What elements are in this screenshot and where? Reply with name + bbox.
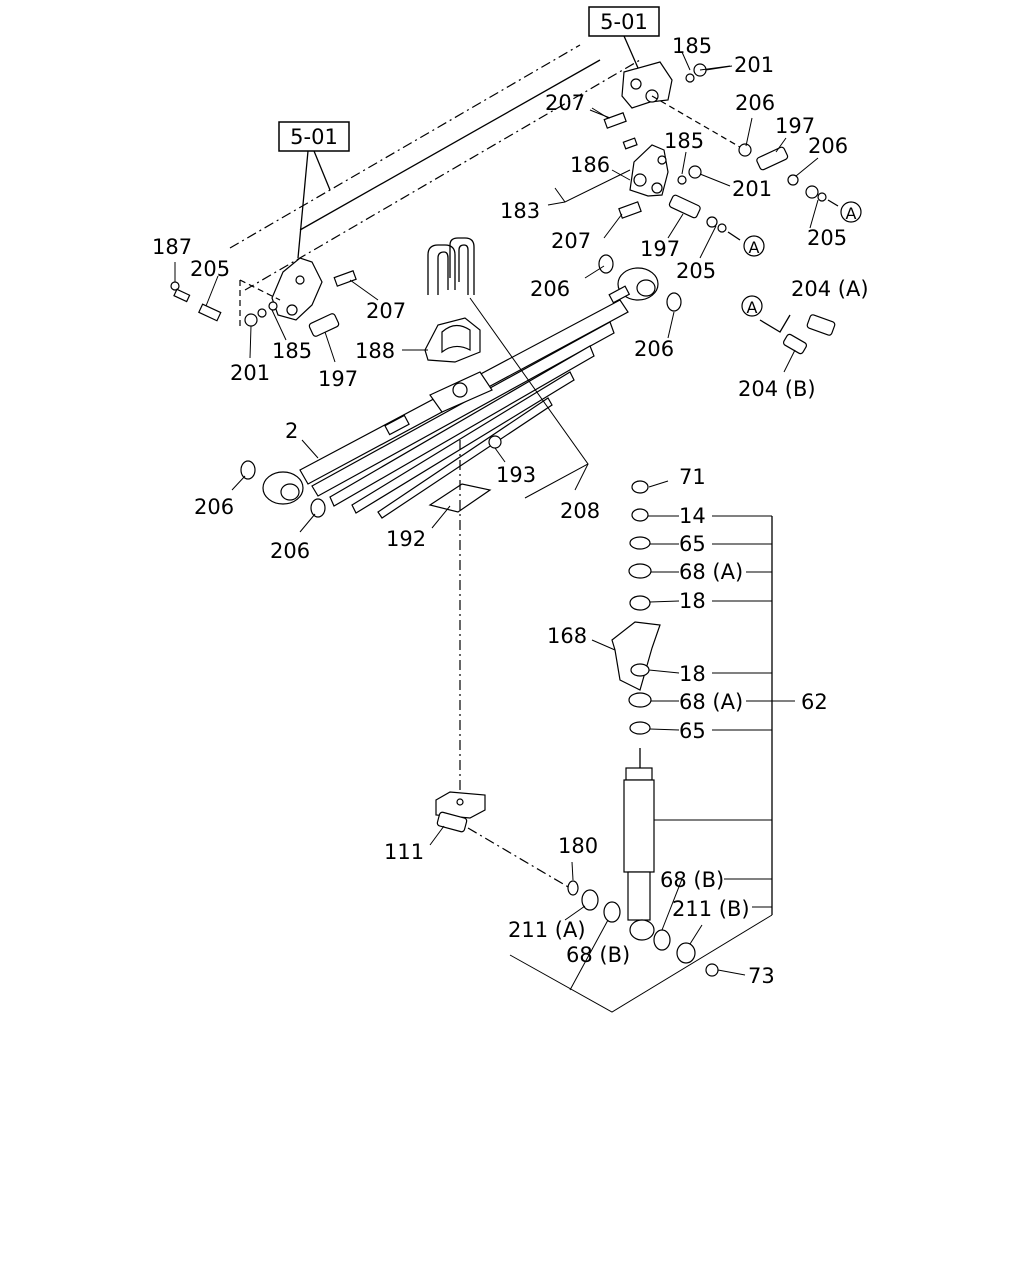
ref-box-top: 5-01 <box>588 6 660 69</box>
callout-205-c: 205 <box>190 257 230 281</box>
callout-180: 180 <box>558 834 598 858</box>
circle-ref-a-1: A <box>840 201 862 223</box>
ref-box-left: 5-01 <box>278 121 350 259</box>
callout-185-a: 185 <box>672 34 712 58</box>
callout-185-c: 185 <box>272 339 312 363</box>
ref-box-left-label: 5-01 <box>290 125 338 149</box>
callout-211-a: 211 (A) <box>508 918 586 942</box>
callout-18-a: 18 <box>679 589 706 613</box>
callout-168: 168 <box>547 624 587 648</box>
callout-68-a-2: 68 (A) <box>679 690 743 714</box>
ref-box-top-label: 5-01 <box>600 10 648 34</box>
callout-206-c: 206 <box>530 277 570 301</box>
callout-192: 192 <box>386 527 426 551</box>
callout-206-e: 206 <box>194 495 234 519</box>
circle-ref-a-2: A <box>743 235 765 257</box>
frame-rail <box>229 44 641 291</box>
callout-206-a: 206 <box>735 91 775 115</box>
callout-14: 14 <box>679 504 706 528</box>
callout-193: 193 <box>496 463 536 487</box>
callout-201-b: 201 <box>732 177 772 201</box>
circle-ref-a-3-label: A <box>747 298 758 317</box>
rear-hanger-bracket <box>589 61 839 207</box>
callout-206-b: 206 <box>808 134 848 158</box>
callout-186: 186 <box>570 153 610 177</box>
leaf-spring <box>240 254 682 519</box>
callout-197-c: 197 <box>318 367 358 391</box>
callout-185-b: 185 <box>664 129 704 153</box>
part-callouts: 185 201 207 206 197 206 186 185 201 183 … <box>152 34 869 988</box>
shock-absorber-stack <box>567 480 719 977</box>
spring-pad-and-bracket <box>428 440 571 889</box>
callout-204-b: 204 (B) <box>738 377 816 401</box>
callout-207-a: 207 <box>545 91 585 115</box>
callout-73: 73 <box>748 964 775 988</box>
circle-ref-a-2-label: A <box>749 238 760 257</box>
callout-2: 2 <box>285 419 298 443</box>
callout-201-c: 201 <box>230 361 270 385</box>
callout-205-a: 205 <box>807 226 847 250</box>
u-bolt-and-seat <box>424 237 481 363</box>
callout-68-b-2: 68 (B) <box>566 943 630 967</box>
grease-nipple-parts <box>759 314 836 355</box>
callout-65-b: 65 <box>679 719 706 743</box>
circle-ref-a-3: A <box>741 295 763 317</box>
callout-111: 111 <box>384 840 424 864</box>
callout-71: 71 <box>679 465 706 489</box>
callout-183: 183 <box>500 199 540 223</box>
callout-18-b: 18 <box>679 662 706 686</box>
callout-68-a-1: 68 (A) <box>679 560 743 584</box>
callout-207-c: 207 <box>366 299 406 323</box>
callout-207-b: 207 <box>551 229 591 253</box>
callout-187: 187 <box>152 235 192 259</box>
circle-ref-a-1-label: A <box>846 204 857 223</box>
callout-197-b: 197 <box>640 237 680 261</box>
callout-205-b: 205 <box>676 259 716 283</box>
front-hanger-bracket <box>170 257 357 337</box>
callout-211-b: 211 (B) <box>672 897 750 921</box>
callout-62: 62 <box>801 690 828 714</box>
callout-204-a: 204 (A) <box>791 277 869 301</box>
callout-208: 208 <box>560 499 600 523</box>
callout-206-d: 206 <box>634 337 674 361</box>
callout-201-a: 201 <box>734 53 774 77</box>
leader-lines <box>174 51 819 1013</box>
callout-68-b-1: 68 (B) <box>660 868 724 892</box>
callout-188: 188 <box>355 339 395 363</box>
shackle-assembly <box>618 137 741 241</box>
callout-65-a: 65 <box>679 532 706 556</box>
callout-206-f: 206 <box>270 539 310 563</box>
callout-197-a: 197 <box>775 114 815 138</box>
